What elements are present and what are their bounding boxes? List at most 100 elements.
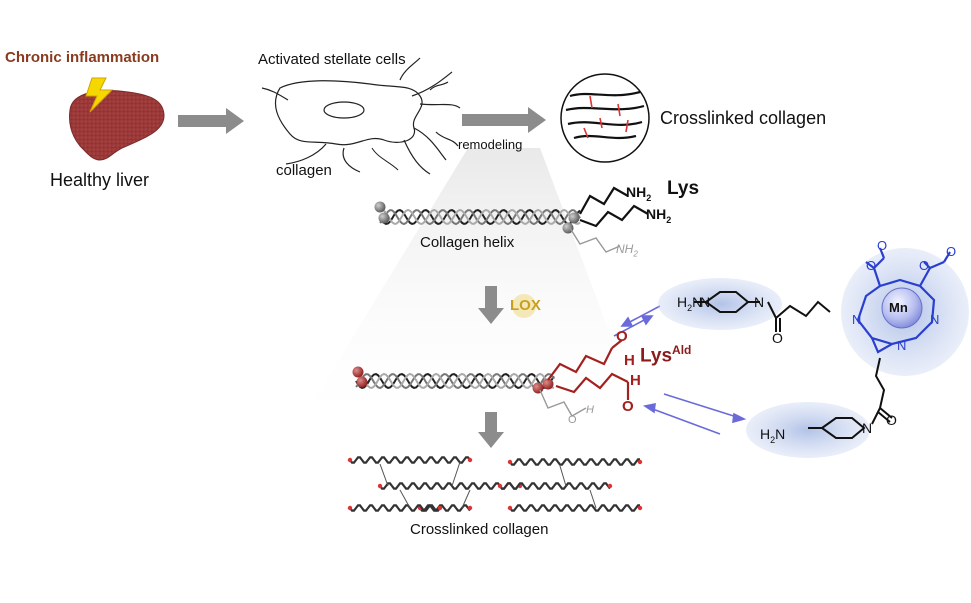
crosslinked-collagen-inset: [560, 73, 650, 163]
aldehyde-h-1: H: [624, 352, 635, 369]
fibril-end: [467, 505, 473, 511]
aldehyde-o-2: O: [622, 398, 634, 415]
helix-end-bead: [532, 382, 544, 394]
fibril-end: [637, 505, 643, 511]
helix-end-bead: [542, 378, 554, 390]
carbonyl-o-top: O: [772, 330, 783, 346]
lightning-icon: [85, 77, 114, 113]
fibril-end: [437, 505, 443, 511]
probe-structure: [694, 291, 893, 439]
allysine-side-chain-faded: [539, 389, 587, 417]
aldehyde-o-1: O: [616, 328, 628, 345]
o-atom-chelate-4: O: [919, 258, 930, 273]
crosslink-bond: [379, 463, 389, 487]
n-atom-chelate-3: N: [897, 338, 907, 353]
equilibrium-arrows-bottom: [642, 393, 747, 435]
o-atom-chelate-2: O: [866, 258, 877, 273]
chronic-inflammation-label: Chronic inflammation: [5, 49, 160, 66]
fibril-end: [497, 483, 503, 489]
remodeling-label: remodeling: [458, 137, 523, 152]
nh2-text: NH: [646, 206, 667, 222]
allysine-side-chains: [547, 339, 630, 400]
lysine-side-chains: [569, 186, 649, 253]
helix-end-bead: [352, 366, 364, 378]
collagen-fibril: [499, 482, 611, 490]
nh2-label-1: NH2: [626, 184, 651, 203]
collagen-fibril: [349, 456, 471, 464]
zoom-cone: [290, 148, 650, 440]
fibril-end: [347, 505, 353, 511]
crosslink-bond: [399, 489, 411, 509]
collagen-fibril: [379, 482, 521, 490]
probe-amine-bottom: H2N: [760, 426, 785, 445]
lox-arrow: [478, 286, 536, 324]
crosslink-bond: [589, 489, 597, 509]
collagen-fibril: [419, 504, 471, 512]
helix-end-bead: [562, 222, 574, 234]
progression-arrow-1: [178, 108, 244, 134]
helix-strand-line: [379, 208, 581, 225]
h-sub: 2: [770, 434, 776, 445]
stellate-cell-illustration: [261, 57, 461, 175]
n-atom-chelate-2: N: [930, 312, 940, 327]
liver-illustration: [69, 90, 165, 161]
helix-end-bead: [374, 201, 386, 213]
probe-amine-top: H2N: [677, 294, 702, 313]
fibril-end: [467, 457, 473, 463]
nh2-text: NH: [626, 184, 647, 200]
helix-strand-line: [379, 209, 581, 226]
nh2-label-2: NH2: [646, 206, 671, 225]
crosslink-bond: [461, 489, 471, 509]
helix-strand-line: [355, 372, 555, 389]
stellate-cells-label: Activated stellate cells: [258, 51, 406, 68]
collagen-fibril: [509, 458, 640, 466]
fibril-end: [637, 459, 643, 465]
lysald-main: Lys: [640, 345, 673, 367]
equilibrium-arrows-top: [613, 305, 661, 337]
lysald-sup: Ald: [672, 343, 692, 357]
collagen-fibril: [509, 504, 640, 512]
o-atom-chelate-1: O: [877, 238, 888, 253]
crosslink-arrow: [478, 412, 504, 448]
fibril-end: [607, 483, 613, 489]
n-atom-chelate-1: N: [852, 312, 862, 327]
crosslinked-collagen-bottom-label: Crosslinked collagen: [410, 521, 549, 538]
collagen-label: collagen: [276, 162, 332, 179]
progression-arrow-2: [462, 107, 546, 133]
o-atom-chelate-3: O: [946, 244, 957, 259]
helix-strand-line: [355, 373, 555, 389]
n-atom-bottom: N: [862, 420, 873, 436]
helix-end-bead: [356, 376, 368, 388]
collagen-helix-label: Collagen helix: [420, 234, 515, 251]
chelate-ring: [856, 247, 951, 354]
fibril-end: [347, 457, 353, 463]
fibril-end: [507, 505, 513, 511]
carbonyl-o-bottom: O: [886, 412, 897, 428]
collagen-helix-strand: [374, 201, 581, 234]
nh2-sub: 2: [666, 214, 672, 225]
aldehyde-h-2: H: [630, 372, 641, 389]
manganese-ion: [881, 287, 923, 329]
nh2-text: NH: [616, 242, 634, 256]
lys-label: Lys: [667, 178, 700, 199]
nh2-label-faded: NH2: [616, 242, 638, 258]
aldehyde-o-faded: O: [568, 414, 577, 426]
healthy-liver-label: Healthy liver: [50, 170, 150, 190]
fibril-end: [507, 459, 513, 465]
crosslink-bond: [451, 461, 461, 487]
h-text: H: [760, 426, 771, 442]
n-text: N: [692, 294, 703, 310]
n-text: N: [775, 426, 786, 442]
nh2-sub: 2: [633, 249, 638, 259]
aldehyde-h-faded: H: [586, 404, 594, 416]
h-sub: 2: [687, 302, 693, 313]
crosslinked-collagen-network: [347, 456, 643, 512]
helix-end-bead: [378, 212, 390, 224]
crosslink-bond: [559, 465, 567, 487]
probe-glow: [658, 248, 969, 458]
lox-label: LOX: [510, 297, 541, 314]
collagen-fibril: [349, 504, 441, 512]
aldehyde-collagen-helix-strand: [352, 366, 555, 394]
h-text: H: [677, 294, 688, 310]
